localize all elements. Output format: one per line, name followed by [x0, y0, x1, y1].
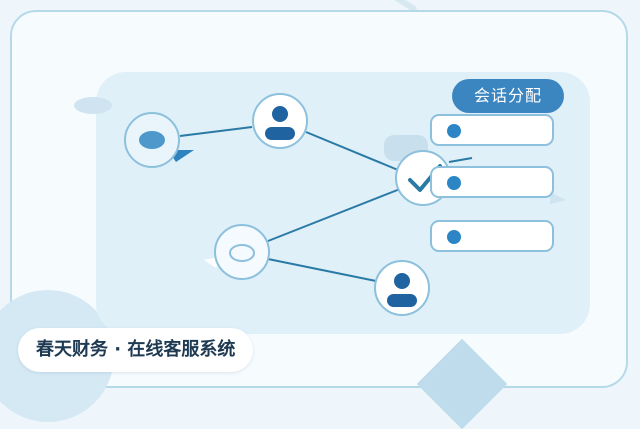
connector-line — [267, 258, 377, 282]
session-slot — [430, 114, 554, 146]
person-icon — [374, 260, 430, 316]
decorative-triangle — [550, 192, 566, 204]
person-icon — [252, 93, 308, 149]
decorative-blob — [74, 97, 112, 114]
system-caption: 春天财务 · 在线客服系统 — [18, 328, 254, 372]
dot-icon — [447, 230, 461, 244]
chat-bubble-icon — [204, 224, 270, 280]
connection-diagram — [124, 93, 566, 316]
connector-line — [305, 131, 399, 171]
session-allocation-label: 会话分配 — [452, 79, 564, 113]
chat-bubble-icon — [124, 112, 194, 168]
dot-icon — [447, 176, 461, 190]
connector-line — [267, 188, 401, 242]
session-slot — [430, 166, 554, 198]
dot-icon — [447, 124, 461, 138]
session-slot — [430, 220, 554, 252]
connector-line — [179, 126, 253, 137]
connector-line — [448, 157, 473, 163]
